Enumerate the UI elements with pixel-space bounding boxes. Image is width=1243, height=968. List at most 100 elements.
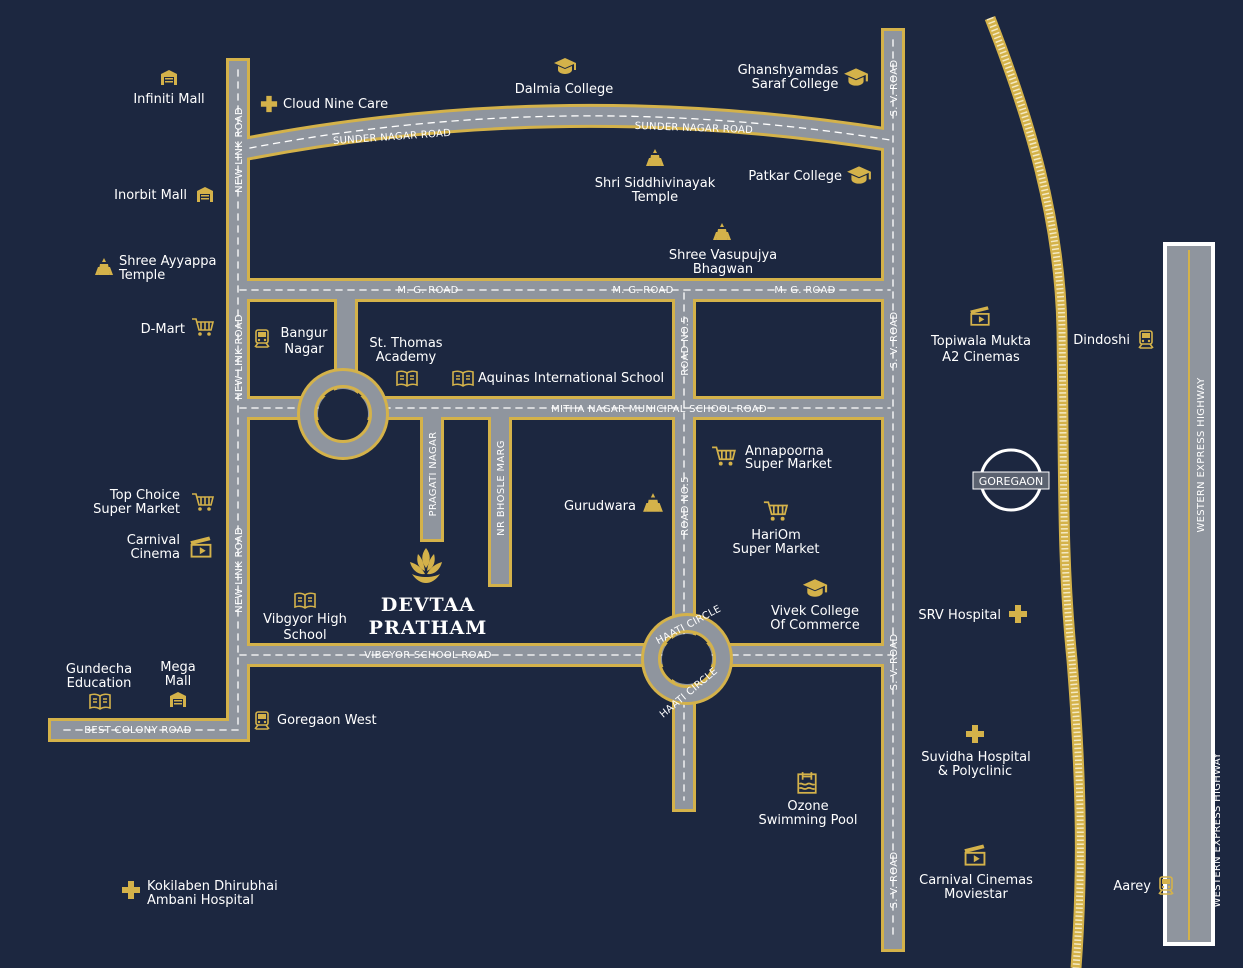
place-academy: Academy — [376, 350, 437, 365]
road-label-western-express: WESTERN EXPRESS HIGHWAY — [1212, 752, 1223, 908]
station-name: GOREGAON — [979, 475, 1044, 488]
goregaon-station: GOREGAON — [972, 448, 1050, 512]
mall-icon — [161, 70, 177, 85]
lotus-logo-icon — [410, 548, 442, 583]
place-siddhivinayak-temple: Temple — [631, 190, 678, 205]
project-marker: DEVTAA PRATHAM — [369, 548, 488, 639]
graduation-cap-icon — [847, 166, 871, 184]
place-aquinas: Aquinas International School — [478, 371, 664, 386]
place-goregaon-west: Goregaon West — [277, 713, 377, 728]
road-label-mg-road: M. G. ROAD — [774, 285, 835, 296]
place-vibgyor-high: Vibgyor High — [263, 612, 347, 627]
place-mega-mall: Mall — [165, 674, 191, 689]
road-label-sv-road: S. V. ROAD — [889, 852, 900, 909]
place-swimming-pool: Swimming Pool — [759, 813, 858, 828]
project-name-line2: PRATHAM — [369, 617, 488, 639]
place-vivek-college: Vivek College — [771, 604, 859, 619]
road-label-mg-road: M. G. ROAD — [397, 285, 458, 296]
cinema-icon — [189, 535, 212, 558]
place-bhagwan: Bhagwan — [693, 262, 753, 277]
train-icon — [254, 329, 270, 348]
shopping-cart-icon — [191, 318, 214, 337]
place-annapoorna-super-market: Super Market — [745, 457, 832, 472]
cinema-icon — [969, 305, 990, 326]
graduation-cap-icon — [554, 58, 576, 74]
place-polyclinic: & Polyclinic — [938, 764, 1012, 779]
place-carnival-cinema: Cinema — [130, 547, 180, 562]
place-dindoshi: Dindoshi — [1073, 333, 1130, 348]
hospital-plus-icon — [260, 95, 278, 113]
place-aarey: Aarey — [1113, 879, 1151, 894]
shopping-cart-icon — [711, 446, 736, 467]
road-label-western-express: WESTERN EXPRESS HIGHWAY — [1196, 377, 1207, 533]
place-ozone: Ozone — [787, 799, 828, 814]
place-mega: Mega — [160, 660, 195, 675]
place-nagar: Nagar — [284, 342, 324, 357]
road-label-mitha-nagar: MITHA NAGAR MUNICIPAL SCHOOL ROAD — [551, 404, 767, 415]
shopping-cart-icon — [762, 501, 788, 522]
place-annapoorna: Annapoorna — [745, 444, 824, 459]
place-ayyappa: Shree Ayyappa — [119, 254, 217, 269]
book-icon — [452, 370, 474, 387]
place-a2-cinemas: A2 Cinemas — [942, 350, 1020, 365]
book-icon — [89, 693, 111, 710]
road-label-nr-bhosle-marg: NR BHOSLE MARG — [496, 440, 507, 536]
place-ayyappa-temple: Temple — [118, 268, 165, 283]
temple-icon — [95, 258, 113, 275]
place-suvidha-hospital: Suvidha Hospital — [921, 750, 1030, 765]
book-icon — [294, 592, 316, 609]
place-st-thomas: St. Thomas — [369, 336, 442, 351]
road-label-mg-road: M. G. ROAD — [612, 285, 673, 296]
place-dalmia-college: Dalmia College — [515, 82, 613, 97]
place-cloud-nine-care: Cloud Nine Care — [283, 97, 388, 112]
place-gundecha: Gundecha — [66, 662, 132, 677]
train-icon — [254, 711, 270, 730]
hospital-plus-icon — [122, 881, 140, 899]
mall-icon — [197, 187, 213, 202]
temple-icon — [643, 493, 663, 512]
hospital-plus-icon — [966, 725, 984, 743]
road-label-sunder-nagar: SUNDER NAGAR ROAD — [635, 121, 754, 136]
place-siddhivinayak: Shri Siddhivinayak — [595, 176, 716, 191]
mall-icon — [170, 692, 186, 707]
place-srv-hospital: SRV Hospital — [918, 608, 1001, 623]
place-infiniti-mall: Infiniti Mall — [133, 92, 204, 107]
road-label-road-no5: ROAD NO.5 — [680, 476, 691, 536]
project-name-line1: DEVTAA — [381, 594, 475, 616]
place-hariom-super-market: Super Market — [733, 542, 820, 557]
hospital-plus-icon — [1009, 605, 1027, 623]
temple-icon — [646, 149, 664, 166]
place-top-choice-super-market: Super Market — [93, 502, 180, 517]
place-moviestar: Moviestar — [944, 887, 1008, 902]
road-label-new-link: NEW LINK ROAD — [234, 107, 245, 193]
place-vibgyor-school: School — [283, 628, 326, 643]
shopping-cart-icon — [191, 493, 214, 512]
place-kokilaben: Kokilaben Dhirubhai — [147, 879, 278, 894]
railway-track — [984, 15, 1086, 968]
road-label-sv-road: S. V. ROAD — [889, 312, 900, 369]
swimming-pool-icon — [797, 771, 817, 794]
road-label-best-colony: BEST COLONY ROAD — [84, 725, 192, 736]
place-inorbit-mall: Inorbit Mall — [114, 188, 187, 203]
graduation-cap-icon — [844, 68, 868, 86]
roundabout-haati-circle — [641, 613, 733, 705]
cinema-icon — [963, 843, 986, 866]
road-label-sv-road: S. V. ROAD — [889, 634, 900, 691]
place-ambani-hospital: Ambani Hospital — [147, 893, 254, 908]
place-vasupujya: Shree Vasupujya — [669, 248, 777, 263]
place-carnival-cinemas: Carnival Cinemas — [919, 873, 1033, 888]
road-label-new-link: NEW LINK ROAD — [234, 527, 245, 613]
place-of-commerce: Of Commerce — [770, 618, 860, 633]
road-label-road-no5: ROAD NO.5 — [680, 316, 691, 376]
book-icon — [396, 370, 418, 387]
place-topiwala: Topiwala Mukta — [930, 334, 1031, 349]
roundabout-bangur — [297, 368, 389, 460]
road-label-vibgyor-school: VIBGYOR SCHOOL ROAD — [364, 650, 492, 661]
road-label-pragati-nagar: PRAGATI NAGAR — [428, 432, 439, 517]
place-saraf-college: Saraf College — [752, 77, 839, 92]
place-ghanshyamdas: Ghanshyamdas — [738, 63, 839, 78]
train-icon — [1138, 330, 1154, 349]
place-gundecha-education: Education — [67, 676, 132, 691]
road-label-new-link: NEW LINK ROAD — [234, 314, 245, 400]
